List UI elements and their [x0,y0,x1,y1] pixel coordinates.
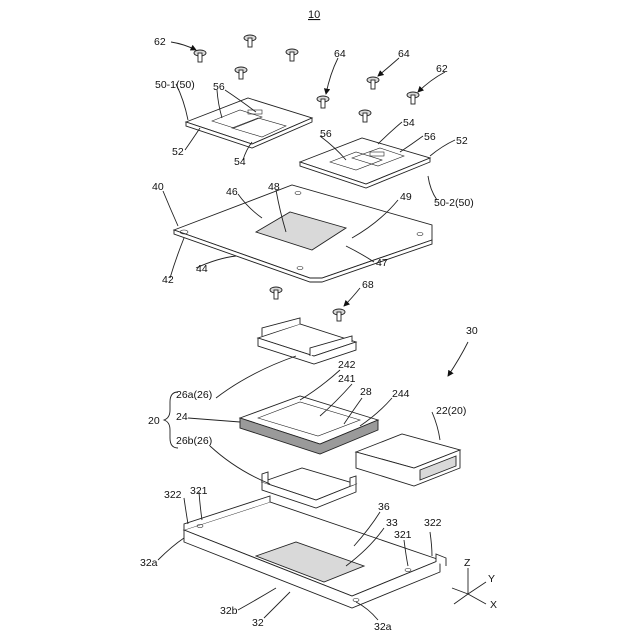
label-62b: 62 [436,63,448,75]
label-50-2: 50-2(50) [434,197,474,209]
clip-50-2 [300,138,430,188]
label-64a: 64 [334,48,346,60]
figure-title: 10 [308,9,320,21]
label-30: 30 [466,325,478,337]
label-56b: 56 [320,128,332,140]
label-52b: 52 [456,135,468,147]
label-68: 68 [362,279,374,291]
label-62a: 62 [154,36,166,48]
label-321a: 321 [190,485,208,497]
label-42: 42 [162,274,174,286]
label-54b: 54 [403,117,415,129]
label-46: 46 [226,186,238,198]
base-30 [184,496,446,608]
label-20: 20 [148,415,160,427]
label-44: 44 [196,263,208,275]
label-48: 48 [268,181,280,193]
label-241: 241 [338,373,356,385]
axis-z-label: Z [464,557,471,569]
spring-26a [258,318,356,364]
label-24: 24 [176,411,188,423]
label-32b: 32b [220,605,238,617]
label-50-1: 50-1(50) [155,79,195,91]
shell-22 [356,434,460,486]
label-321b: 321 [394,529,412,541]
label-56a: 56 [213,81,225,93]
label-32a-right: 32a [374,621,392,633]
label-32: 32 [252,617,264,629]
axis-triad [452,568,486,604]
label-26b: 26b(26) [176,435,212,447]
label-33: 33 [386,517,398,529]
axis-x-label: X [490,599,497,611]
label-47: 47 [376,257,388,269]
label-28: 28 [360,386,372,398]
label-36: 36 [378,501,390,513]
spring-26b [262,468,356,508]
label-22: 22(20) [436,405,466,417]
label-26a: 26a(26) [176,389,212,401]
label-54a: 54 [234,156,246,168]
label-49: 49 [400,191,412,203]
axis-y-label: Y [488,573,495,585]
label-322b: 322 [424,517,442,529]
label-52a: 52 [172,146,184,158]
label-32a-left: 32a [140,557,158,569]
clip-50-1 [186,98,312,148]
label-322a: 322 [164,489,182,501]
label-40: 40 [152,181,164,193]
label-56c: 56 [424,131,436,143]
frame-40 [174,185,432,282]
label-242: 242 [338,359,356,371]
label-244: 244 [392,388,410,400]
screws-68 [270,287,345,321]
label-64b: 64 [398,48,410,60]
